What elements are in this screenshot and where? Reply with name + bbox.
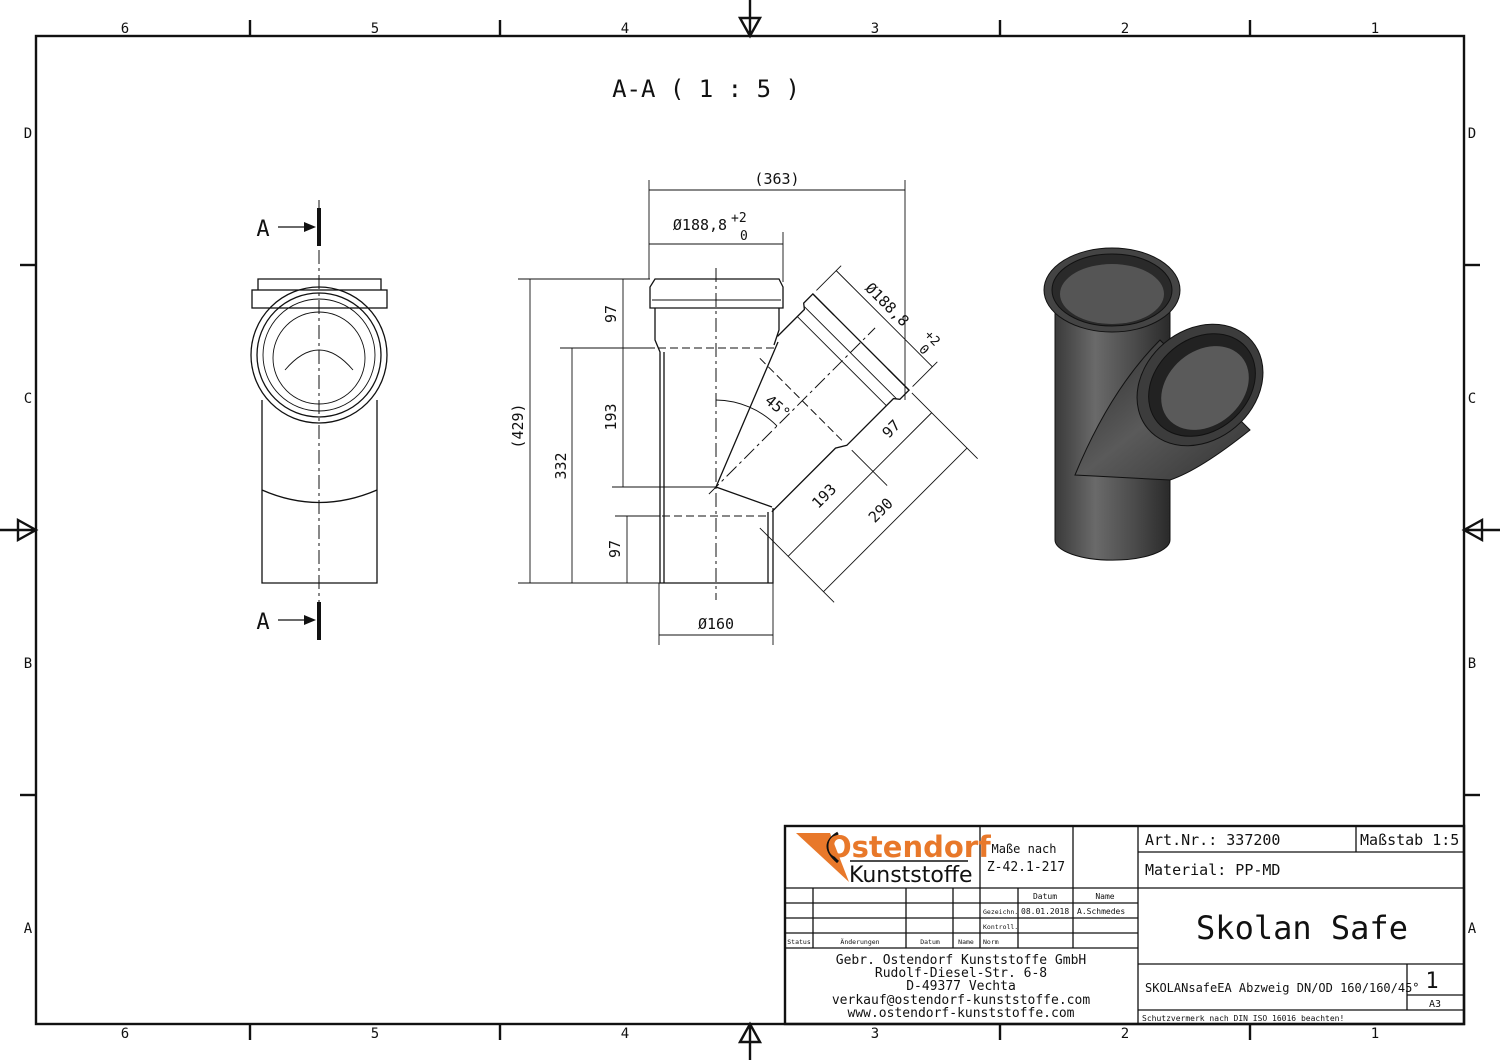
section-marker-top: A	[256, 208, 321, 246]
dim-socket-diameter: Ø188,8	[673, 216, 727, 234]
branch: 193 97 290 Ø188,8 +2 0	[708, 265, 978, 603]
front-view: A A	[250, 200, 388, 640]
protection-notice: Schutzvermerk nach DIN ISO 16016 beachte…	[1142, 1014, 1344, 1023]
view-title: A-A ( 1 : 5 )	[612, 75, 800, 103]
zone-row: B	[24, 656, 32, 672]
standard-value: Z-42.1-217	[987, 860, 1065, 875]
company-street: Rudolf-Diesel-Str. 6-8	[875, 966, 1047, 981]
dim-socket-tol-lower: 0	[740, 229, 748, 244]
dim-branch-socket-depth: 97	[879, 416, 905, 442]
zone-column: 6	[121, 1026, 129, 1042]
gezeichn-name: A.Schmedes	[1077, 907, 1125, 916]
zone-labels: 6 5 4 3 2 1 6 5 4 3 2 1 D C B A D C B A	[24, 21, 1477, 1042]
company-city: D-49377 Vechta	[906, 979, 1016, 994]
dim-overall-height: (429)	[509, 403, 527, 448]
zone-column: 4	[621, 21, 629, 37]
zone-row: C	[24, 391, 32, 407]
section-view: 193 97 290 Ø188,8 +2 0 45°	[509, 170, 978, 645]
row-kontroll: Kontroll.	[983, 923, 1018, 931]
zone-column: 3	[871, 21, 879, 37]
section-marker-bottom: A	[256, 602, 321, 640]
row-gezeichn: Gezeichn.	[983, 908, 1018, 916]
sheet-format: A3	[1429, 999, 1441, 1010]
dim-socket-depth-top: 97	[602, 305, 620, 323]
standard-label: Maße nach	[991, 842, 1056, 856]
row-norm: Norm	[983, 938, 999, 946]
col-name: Name	[1095, 892, 1114, 901]
material: Material: PP-MD	[1145, 861, 1280, 879]
rev-datum: Datum	[920, 938, 940, 946]
company-logo: Ostendorf Kunststoffe	[796, 830, 991, 888]
dim-body-length: 193	[602, 403, 620, 430]
zone-row: A	[1468, 921, 1477, 937]
dim-overall-width: (363)	[754, 170, 799, 188]
dim-branch-tol-lower: 0	[915, 342, 931, 358]
logo-text-bottom: Kunststoffe	[849, 863, 973, 888]
rev-status: Status	[787, 938, 811, 946]
zone-column: 6	[121, 21, 129, 37]
zone-row: D	[24, 126, 32, 142]
title-block: Ostendorf Kunststoffe Maße nach Z-42.1-2…	[783, 824, 1466, 1026]
col-datum: Datum	[1033, 892, 1057, 901]
dim-branch-total: 290	[865, 494, 897, 526]
zone-row: C	[1468, 391, 1476, 407]
dim-pipe-diameter: Ø160	[698, 615, 734, 633]
logo-text-top: Ostendorf	[827, 830, 991, 864]
section-label: A	[256, 610, 269, 635]
gezeichn-datum: 08.01.2018	[1021, 907, 1069, 916]
zone-column: 1	[1371, 1026, 1379, 1042]
section-label: A	[256, 217, 269, 242]
scale: Maßstab 1:5	[1360, 831, 1459, 849]
zone-column: 1	[1371, 21, 1379, 37]
zone-row: B	[1468, 656, 1476, 672]
zone-row: A	[24, 921, 33, 937]
product-name: Skolan Safe	[1196, 909, 1408, 947]
isometric-render	[1043, 247, 1264, 561]
zone-column: 3	[871, 1026, 879, 1042]
zone-column: 2	[1121, 21, 1129, 37]
zone-column: 5	[371, 1026, 379, 1042]
company-name: Gebr. Ostendorf Kunststoffe GmbH	[836, 953, 1086, 968]
dim-socket-depth-bottom: 97	[606, 540, 624, 558]
rev-name: Name	[958, 938, 974, 946]
zone-column: 4	[621, 1026, 629, 1042]
company-website: www.ostendorf-kunststoffe.com	[848, 1006, 1075, 1021]
rev-aenderungen: Änderungen	[840, 937, 879, 946]
zone-column: 2	[1121, 1026, 1129, 1042]
dim-height-332: 332	[552, 452, 570, 479]
dim-socket-tol-upper: +2	[731, 211, 747, 226]
company-email: verkauf@ostendorf-kunststoffe.com	[832, 993, 1090, 1008]
zone-column: 5	[371, 21, 379, 37]
zone-row: D	[1468, 126, 1476, 142]
article-number: Art.Nr.: 337200	[1145, 831, 1280, 849]
dim-angle: 45°	[761, 391, 793, 422]
description: SKOLANsafeEA Abzweig DN/OD 160/160/45°	[1145, 981, 1420, 995]
sheet-number: 1	[1425, 969, 1438, 994]
dim-branch-body: 193	[808, 480, 840, 512]
